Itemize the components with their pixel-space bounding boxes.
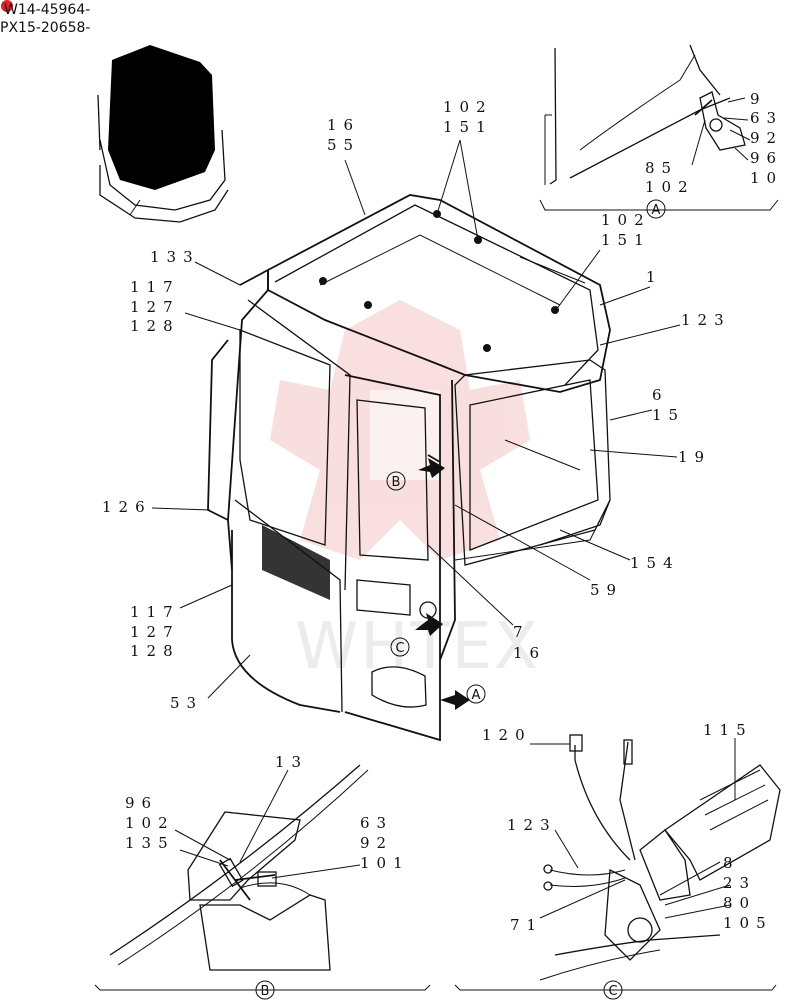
lbl-102-top: 102: [443, 98, 493, 116]
arrow-a: [440, 690, 470, 710]
lbl-c-105: 105: [723, 914, 773, 932]
lbl-c-80: 80: [723, 894, 756, 912]
lbl-128-a: 128: [130, 317, 180, 335]
lbl-16: 16: [327, 116, 360, 134]
lbl-a-9: 9: [750, 90, 767, 108]
lbl-117-a: 117: [130, 278, 180, 296]
lbl-c-115: 115: [703, 721, 753, 739]
callout-b-detail: B: [261, 984, 270, 999]
lbl-a-102: 102: [645, 178, 695, 196]
lbl-154: 154: [630, 554, 680, 572]
lbl-1: 1: [646, 268, 663, 286]
lbl-151-mid: 151: [601, 231, 651, 249]
callout-c-detail: C: [608, 984, 617, 999]
lbl-c-23: 23: [723, 874, 756, 892]
lbl-a-92: 92: [750, 129, 783, 147]
cab-thumbnail: [97, 45, 229, 223]
lbl-127-a: 127: [130, 298, 180, 316]
lbl-b-135: 135: [125, 834, 175, 852]
lbl-a-63: 63: [750, 109, 783, 127]
detail-b: B: [94, 764, 431, 1000]
lbl-a-85: 85: [645, 159, 678, 177]
callout-a-main: A: [472, 688, 481, 703]
serial-range-2: PX15-20658-: [0, 20, 91, 36]
lbl-59: 59: [590, 581, 623, 599]
lbl-128-b: 128: [130, 642, 180, 660]
lbl-126: 126: [102, 498, 152, 516]
lbl-c-123: 123: [507, 816, 557, 834]
lbl-102-mid: 102: [601, 211, 651, 229]
lbl-b-92: 92: [360, 834, 393, 852]
lbl-7: 7: [513, 623, 530, 641]
lbl-b-96: 96: [125, 794, 158, 812]
callout-a-detail: A: [652, 203, 661, 218]
lbl-c-8: 8: [723, 854, 740, 872]
lbl-16-b: 16: [513, 644, 546, 662]
callout-c-main: C: [395, 641, 404, 656]
lbl-53: 53: [170, 694, 203, 712]
callout-b-main: B: [392, 475, 401, 490]
lbl-151-top: 151: [443, 118, 493, 136]
arrow-b: [418, 458, 445, 478]
lbl-6: 6: [652, 386, 669, 404]
marker-dot: [1, 0, 13, 12]
lbl-19: 19: [678, 448, 711, 466]
detail-a: A: [539, 44, 779, 219]
lbl-133: 133: [150, 248, 200, 266]
lbl-b-63: 63: [360, 814, 393, 832]
serial-range-1: W14-45964-: [4, 2, 90, 18]
lbl-c-71: 71: [510, 916, 543, 934]
lbl-117-b: 117: [130, 603, 180, 621]
detail-c: C: [454, 734, 781, 1000]
lbl-b-102: 102: [125, 814, 175, 832]
lbl-123: 123: [681, 311, 731, 329]
lbl-a-96: 96: [750, 149, 783, 167]
lbl-c-120: 120: [482, 726, 532, 744]
watermark-logo: [270, 300, 530, 560]
lbl-55: 55: [327, 136, 360, 154]
lbl-b-13: 13: [275, 753, 308, 771]
lbl-a-10: 10: [750, 169, 783, 187]
cab-main: [207, 194, 611, 742]
leader-lines: [151, 139, 681, 699]
lbl-b-101: 101: [360, 854, 410, 872]
arrow-c: [415, 613, 443, 636]
lbl-127-b: 127: [130, 623, 180, 641]
lbl-15: 15: [652, 406, 685, 424]
